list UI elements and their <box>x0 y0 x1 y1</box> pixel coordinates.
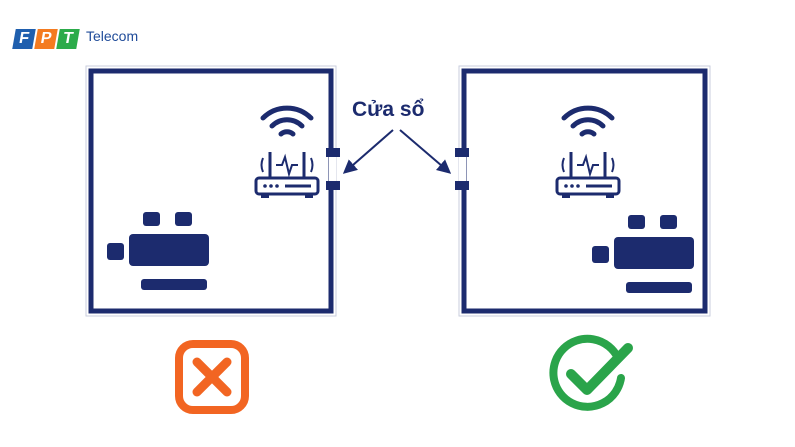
window-callout-arrows <box>342 129 452 174</box>
left-room <box>85 65 340 317</box>
right-room-outer-frame <box>458 65 711 317</box>
left-room-wall <box>88 68 334 314</box>
desk-chairs-icon <box>107 212 209 290</box>
fpt-telecom-logo: F P T Telecom <box>12 24 144 54</box>
desk-chairs-icon <box>592 215 694 293</box>
wifi-router-icon <box>256 108 318 198</box>
left-room-outer-frame <box>85 65 337 317</box>
arrow-to-right-window <box>399 129 452 174</box>
arrow-to-left-window <box>342 129 394 174</box>
wifi-router-icon <box>557 108 619 198</box>
left-room-window <box>326 148 340 190</box>
right-room-window <box>455 148 469 190</box>
check-icon <box>549 334 633 411</box>
cross-icon <box>175 340 249 414</box>
right-room <box>455 65 711 317</box>
window-callout-label: Cửa sổ <box>352 98 425 121</box>
right-room-wall <box>461 68 708 314</box>
logo-company-name: Telecom <box>86 28 139 44</box>
